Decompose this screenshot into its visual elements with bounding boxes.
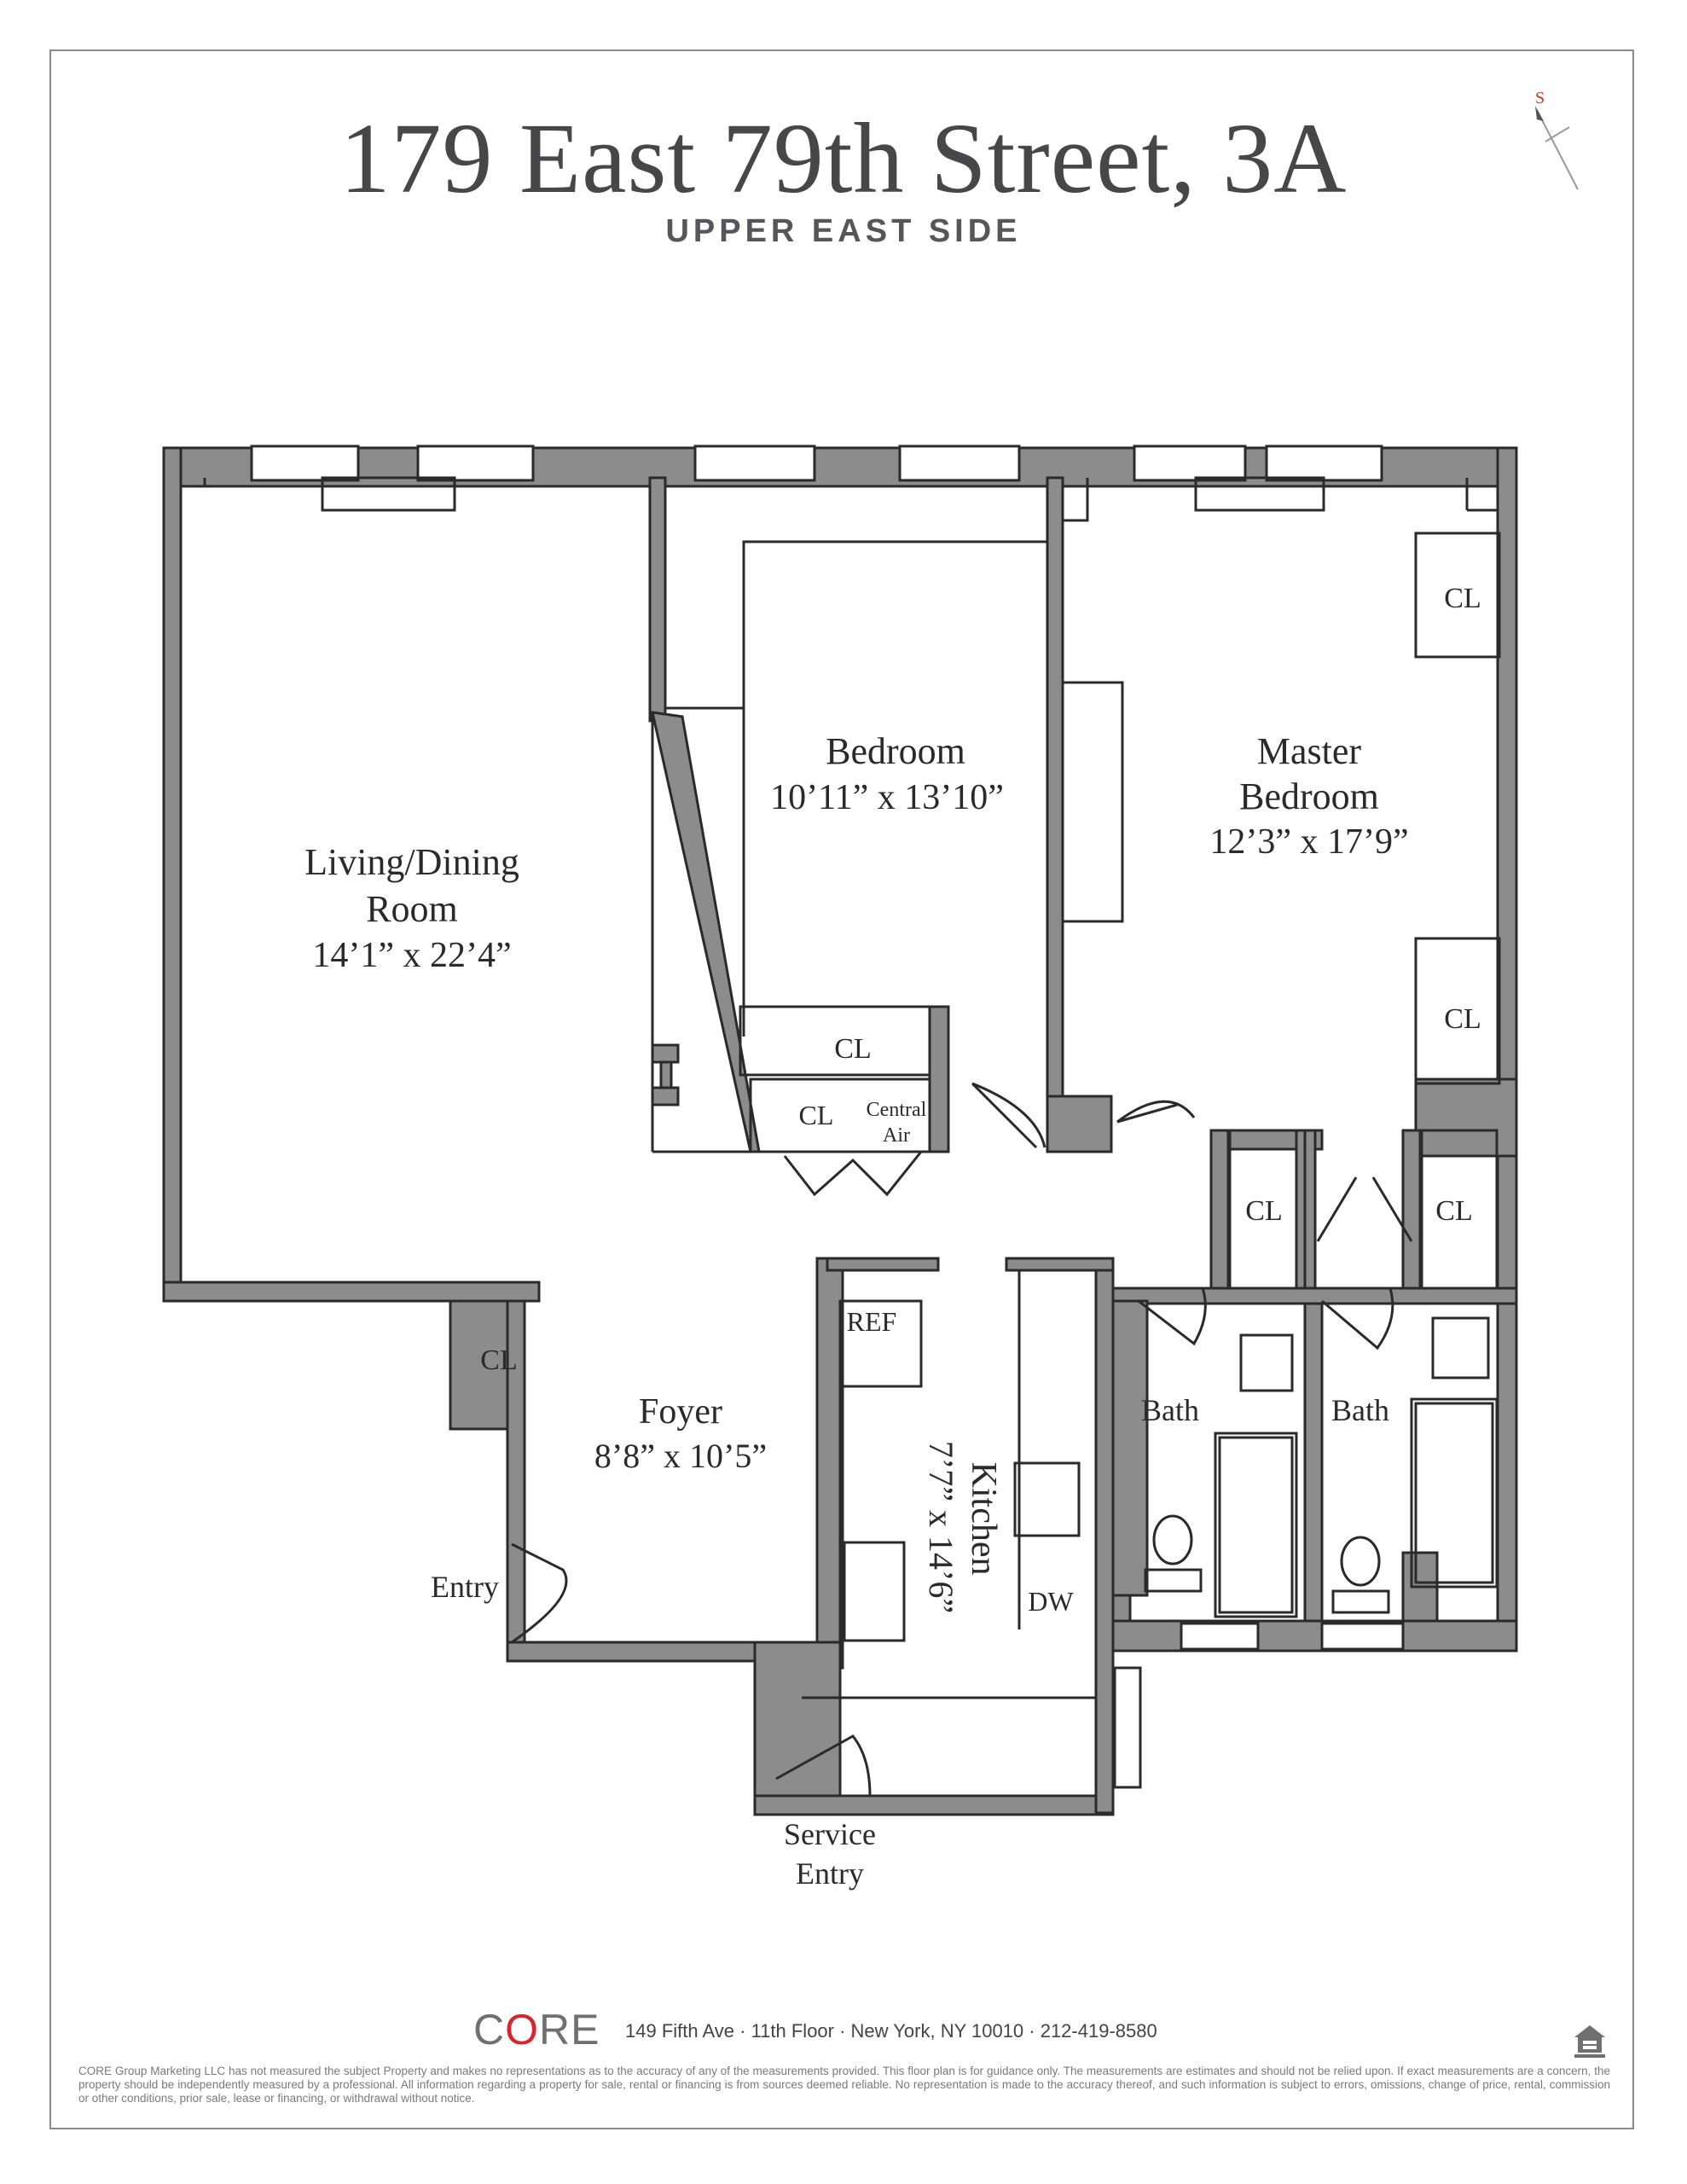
- windows: [250, 444, 1405, 1789]
- compass-icon: [1535, 106, 1579, 190]
- fixture-labels: CL CL CL CL CL CL CL Central Air REF DW: [480, 583, 1481, 1617]
- foyer-dimensions: 8’8” x 10’5”: [594, 1437, 767, 1475]
- closet-label: CL: [1444, 583, 1481, 614]
- closet-label: CL: [480, 1345, 517, 1376]
- central-air-label: Central: [867, 1099, 927, 1121]
- foyer-name: Foyer: [639, 1392, 722, 1432]
- master-bedroom-name-2: Bedroom: [1239, 775, 1379, 817]
- core-logo: CORE: [473, 2006, 600, 2053]
- service-entry-label: Service: [784, 1817, 876, 1851]
- central-air-label-2: Air: [883, 1124, 910, 1147]
- entry-label: Entry: [431, 1570, 499, 1604]
- kitchen-dimensions: 7’7” x 14’6”: [922, 1441, 960, 1613]
- service-entry-label-2: Entry: [796, 1856, 864, 1891]
- closet-label: CL: [1435, 1195, 1472, 1227]
- closet-label: CL: [1444, 1003, 1481, 1035]
- closet-label: CL: [1245, 1195, 1282, 1227]
- closet-label: CL: [799, 1100, 834, 1130]
- bedroom-dimensions: 10’11” x 13’10”: [770, 778, 1004, 817]
- legal-disclaimer: CORE Group Marketing LLC has not measure…: [78, 2065, 1610, 2105]
- neighborhood-subtitle: UPPER EAST SIDE: [665, 213, 1022, 249]
- closet-label: CL: [834, 1033, 871, 1065]
- refrigerator-label: REF: [847, 1306, 897, 1337]
- bath-2-label: Bath: [1331, 1393, 1389, 1427]
- dishwasher-label: DW: [1028, 1586, 1074, 1617]
- master-bedroom-name: Master: [1257, 730, 1362, 772]
- footer-address: 149 Fifth Ave · 11th Floor · New York, N…: [625, 2020, 1157, 2042]
- living-room-dimensions: 14’1” x 22’4”: [312, 936, 511, 975]
- interior-lines: [181, 476, 1501, 1699]
- room-labels: Living/Dining Room 14’1” x 22’4” Bedroom…: [304, 730, 1409, 1891]
- kitchen-name: Kitchen: [964, 1462, 1003, 1576]
- bath-1-label: Bath: [1141, 1393, 1199, 1427]
- page-title: 179 East 79th Street, 3A: [339, 102, 1348, 214]
- living-room-name: Living/Dining: [304, 841, 519, 883]
- equal-housing-icon: [1574, 2025, 1605, 2058]
- bedroom-name: Bedroom: [826, 730, 965, 772]
- compass-direction-label: S: [1535, 89, 1545, 107]
- door-swings: [511, 1082, 1413, 1797]
- living-room-name-2: Room: [366, 888, 458, 930]
- page-border: [49, 49, 1634, 2129]
- master-bedroom-dimensions: 12’3” x 17’9”: [1209, 822, 1408, 862]
